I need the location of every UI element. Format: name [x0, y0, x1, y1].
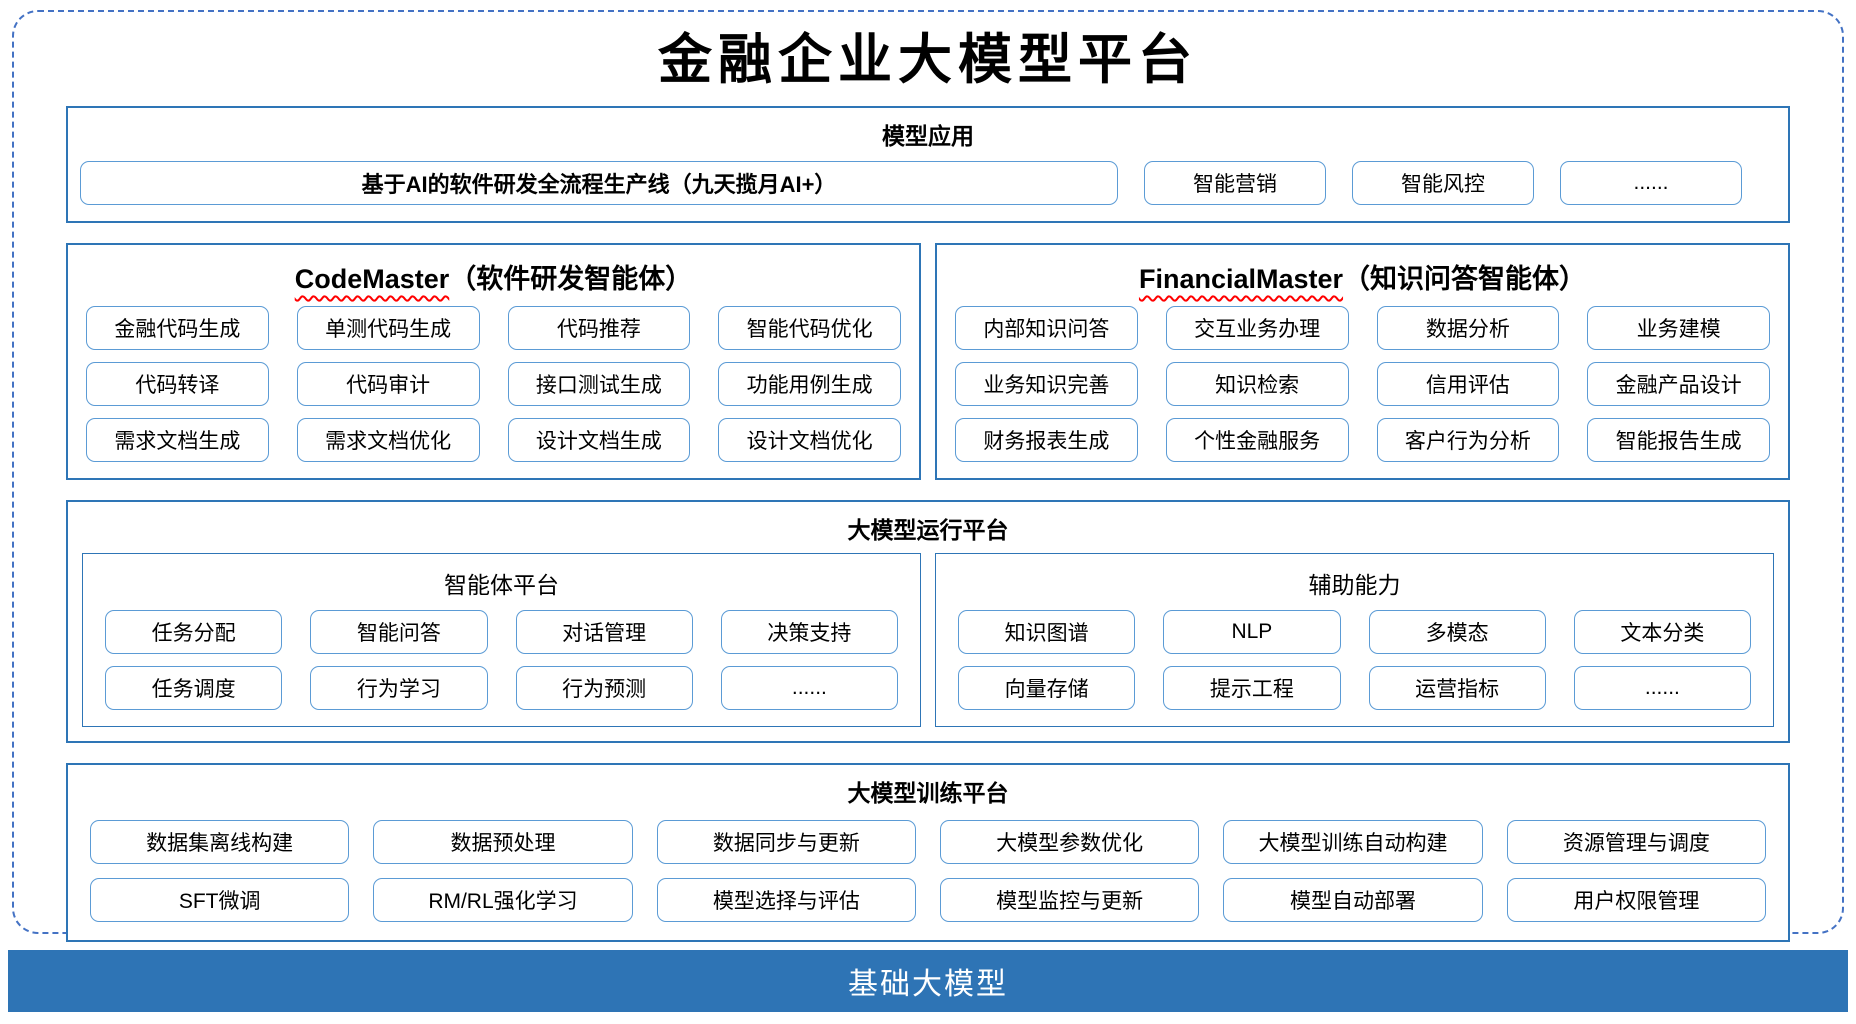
- agent-platform-item: 行为预测: [515, 666, 693, 710]
- auxiliary-capability-item: 提示工程: [1163, 666, 1341, 710]
- codemaster-title: CodeMaster（软件研发智能体）: [86, 251, 901, 306]
- auxiliary-capability-item: 文本分类: [1573, 610, 1751, 654]
- training-platform-item: 大模型训练自动构建: [1223, 820, 1483, 864]
- auxiliary-capability-grid: 知识图谱 NLP 多模态 文本分类 向量存储 提示工程 运营指标 ......: [958, 610, 1751, 710]
- training-platform-item: SFT微调: [90, 878, 350, 922]
- auxiliary-capability-item: 运营指标: [1368, 666, 1546, 710]
- agents-row: CodeMaster（软件研发智能体） 金融代码生成 单测代码生成 代码推荐 智…: [66, 243, 1790, 480]
- platform-outer-frame: 金融企业大模型平台 模型应用 基于AI的软件研发全流程生产线（九天揽月AI+） …: [12, 10, 1844, 942]
- financialmaster-title: FinancialMaster（知识问答智能体）: [955, 251, 1770, 306]
- agent-platform-item: 对话管理: [515, 610, 693, 654]
- section-codemaster: CodeMaster（软件研发智能体） 金融代码生成 单测代码生成 代码推荐 智…: [66, 243, 921, 480]
- training-platform-item: 模型自动部署: [1223, 878, 1483, 922]
- financialmaster-item: 财务报表生成: [955, 418, 1138, 462]
- training-platform-title: 大模型训练平台: [847, 780, 1009, 806]
- runtime-platform-title: 大模型运行平台: [847, 517, 1009, 543]
- training-platform-item: 模型选择与评估: [656, 878, 916, 922]
- financialmaster-grid: 内部知识问答 交互业务办理 数据分析 业务建模 业务知识完善 知识检索 信用评估…: [955, 306, 1770, 462]
- financialmaster-item: 信用评估: [1376, 362, 1560, 406]
- codemaster-item: 设计文档优化: [718, 418, 901, 462]
- subsection-agent-platform: 智能体平台 任务分配 智能问答 对话管理 决策支持 任务调度 行为学习 行为预测…: [82, 553, 921, 727]
- agent-platform-item: 任务分配: [105, 610, 283, 654]
- auxiliary-capability-item: 向量存储: [958, 666, 1136, 710]
- training-platform-item: 数据预处理: [373, 820, 633, 864]
- training-platform-item: 数据集离线构建: [90, 820, 350, 864]
- financialmaster-title-en: FinancialMaster: [1138, 264, 1344, 294]
- financialmaster-title-zh: （知识问答智能体）: [1343, 264, 1587, 294]
- codemaster-item: 金融代码生成: [86, 306, 269, 350]
- codemaster-item: 需求文档优化: [296, 418, 480, 462]
- agent-platform-title: 智能体平台: [444, 572, 559, 598]
- financialmaster-item: 内部知识问答: [955, 306, 1138, 350]
- runtime-row: 智能体平台 任务分配 智能问答 对话管理 决策支持 任务调度 行为学习 行为预测…: [82, 553, 1774, 727]
- codemaster-item: 功能用例生成: [718, 362, 901, 406]
- financialmaster-item: 知识检索: [1165, 362, 1349, 406]
- section-runtime-platform: 大模型运行平台 智能体平台 任务分配 智能问答 对话管理 决策支持 任务调度 行…: [66, 500, 1790, 743]
- app-item: 智能风控: [1352, 161, 1534, 205]
- training-platform-item: 数据同步与更新: [656, 820, 916, 864]
- codemaster-item: 代码转译: [86, 362, 269, 406]
- codemaster-item: 设计文档生成: [507, 418, 691, 462]
- financialmaster-item: 金融产品设计: [1587, 362, 1770, 406]
- agent-platform-item: 任务调度: [105, 666, 283, 710]
- codemaster-item: 单测代码生成: [296, 306, 480, 350]
- financialmaster-item: 业务知识完善: [955, 362, 1138, 406]
- page-title: 金融企业大模型平台: [658, 27, 1198, 91]
- auxiliary-capability-item: 多模态: [1368, 610, 1546, 654]
- agent-platform-grid: 任务分配 智能问答 对话管理 决策支持 任务调度 行为学习 行为预测 .....…: [105, 610, 898, 710]
- training-platform-grid: 数据集离线构建 数据预处理 数据同步与更新 大模型参数优化 大模型训练自动构建 …: [90, 820, 1766, 922]
- training-platform-item: 大模型参数优化: [940, 820, 1200, 864]
- foundation-model-bar: 基础大模型: [8, 950, 1848, 1012]
- codemaster-item: 接口测试生成: [507, 362, 691, 406]
- codemaster-item: 代码推荐: [507, 306, 691, 350]
- app-item-ellipsis: ......: [1560, 161, 1742, 205]
- auxiliary-capability-item-ellipsis: ......: [1573, 666, 1751, 710]
- codemaster-item: 代码审计: [296, 362, 480, 406]
- financialmaster-item: 业务建模: [1587, 306, 1770, 350]
- auxiliary-capability-title: 辅助能力: [1308, 572, 1401, 598]
- auxiliary-capability-item: 知识图谱: [958, 610, 1136, 654]
- codemaster-item: 智能代码优化: [718, 306, 901, 350]
- codemaster-title-zh: （软件研发智能体）: [449, 264, 693, 294]
- training-platform-item: RM/RL强化学习: [373, 878, 633, 922]
- section-model-application-title: 模型应用: [882, 123, 974, 149]
- app-item: 智能营销: [1144, 161, 1326, 205]
- codemaster-grid: 金融代码生成 单测代码生成 代码推荐 智能代码优化 代码转译 代码审计 接口测试…: [86, 306, 901, 462]
- agent-platform-item: 行为学习: [310, 666, 488, 710]
- training-platform-item: 用户权限管理: [1506, 878, 1766, 922]
- codemaster-title-en: CodeMaster: [294, 264, 450, 294]
- section-training-platform: 大模型训练平台 数据集离线构建 数据预处理 数据同步与更新 大模型参数优化 大模…: [66, 763, 1790, 942]
- financialmaster-item: 客户行为分析: [1376, 418, 1560, 462]
- model-application-row: 基于AI的软件研发全流程生产线（九天揽月AI+） 智能营销 智能风控 .....…: [68, 155, 1788, 221]
- app-item-ai-pipeline: 基于AI的软件研发全流程生产线（九天揽月AI+）: [80, 161, 1118, 205]
- auxiliary-capability-item: NLP: [1163, 610, 1341, 654]
- financialmaster-item: 个性金融服务: [1165, 418, 1349, 462]
- financialmaster-item: 智能报告生成: [1587, 418, 1770, 462]
- codemaster-item: 需求文档生成: [86, 418, 269, 462]
- agent-platform-item: 智能问答: [310, 610, 488, 654]
- training-platform-item: 资源管理与调度: [1506, 820, 1766, 864]
- subsection-auxiliary-capability: 辅助能力 知识图谱 NLP 多模态 文本分类 向量存储 提示工程 运营指标 ..…: [935, 553, 1774, 727]
- financialmaster-item: 交互业务办理: [1165, 306, 1349, 350]
- agent-platform-item-ellipsis: ......: [720, 666, 898, 710]
- foundation-model-label: 基础大模型: [848, 968, 1008, 1001]
- agent-platform-item: 决策支持: [720, 610, 898, 654]
- section-financialmaster: FinancialMaster（知识问答智能体） 内部知识问答 交互业务办理 数…: [935, 243, 1790, 480]
- training-platform-item: 模型监控与更新: [940, 878, 1200, 922]
- financialmaster-item: 数据分析: [1376, 306, 1560, 350]
- section-model-application: 模型应用 基于AI的软件研发全流程生产线（九天揽月AI+） 智能营销 智能风控 …: [66, 106, 1790, 223]
